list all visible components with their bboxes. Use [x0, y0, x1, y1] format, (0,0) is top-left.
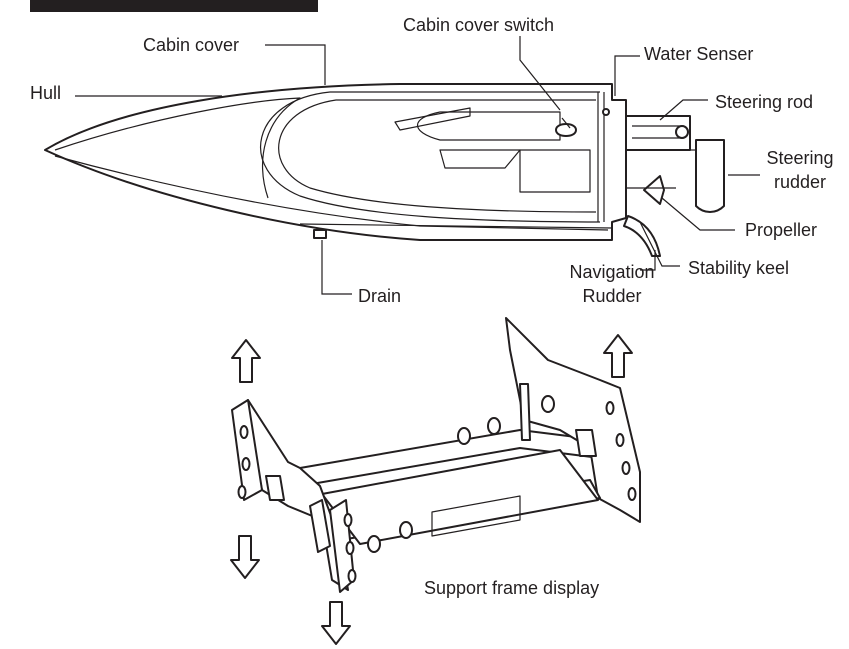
navigation-rudder-line1: Navigation: [569, 262, 655, 282]
support-frame-illustration: [231, 317, 641, 593]
leader-lines: [75, 36, 760, 295]
support-frame-label: Support frame display: [424, 578, 600, 598]
steering-rudder-part: [695, 139, 725, 213]
steering-rudder-line2: rudder: [773, 172, 827, 192]
boat-illustration: [44, 83, 725, 257]
navigation-rudder-part: [623, 215, 661, 257]
drain-label: Drain: [358, 286, 402, 306]
steering-rod-label: Steering rod: [715, 92, 814, 112]
hull-chine: [54, 155, 609, 231]
cabin-rim-inner: [278, 99, 597, 213]
navigation-rudder-label: Navigation Rudder: [562, 262, 662, 306]
hull-shape: [44, 83, 627, 241]
steering-rudder-label: Steering rudder: [760, 148, 840, 192]
cabin-rim-outer: [260, 91, 601, 223]
frame-holes: [237, 395, 637, 583]
propeller-part: [643, 175, 665, 205]
steering-rudder-line1: Steering: [766, 148, 834, 168]
drain-part: [313, 229, 327, 239]
deck-line: [54, 97, 301, 199]
water-senser-label: Water Senser: [644, 44, 754, 64]
cabin-cover-switch-label: Cabin cover switch: [403, 15, 555, 35]
header-bar: [30, 0, 318, 12]
water-sensor-dot: [602, 108, 610, 116]
up-arrow-icon: [231, 339, 261, 383]
hull-label: Hull: [30, 83, 62, 103]
down-arrow-icon: [230, 535, 260, 579]
arrows: [230, 334, 633, 645]
cabin-switch-part: [555, 123, 577, 137]
stability-keel-label: Stability keel: [688, 258, 790, 278]
propeller-label: Propeller: [745, 220, 818, 240]
steering-assembly: [623, 115, 725, 257]
up-arrow-icon: [603, 334, 633, 378]
down-arrow-icon: [321, 601, 351, 645]
navigation-rudder-line2: Rudder: [582, 286, 642, 306]
cabin-cover-label: Cabin cover: [143, 35, 240, 55]
